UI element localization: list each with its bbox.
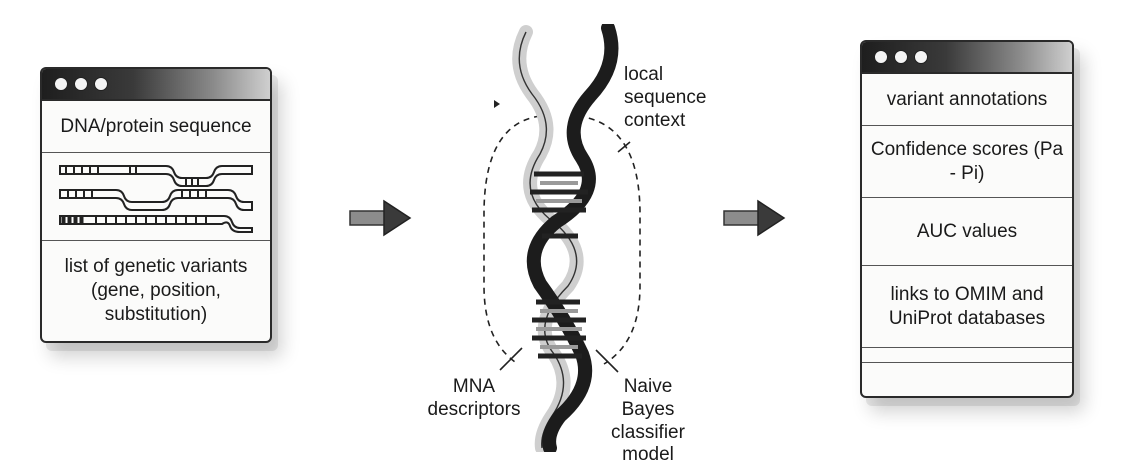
window-dots-icon (874, 50, 928, 64)
sequence-ticks (61, 215, 207, 224)
context-label: local sequence context (624, 64, 707, 131)
sequence-title: DNA/protein sequence (42, 101, 270, 153)
dna-helix-icon (483, 24, 641, 452)
dark-strand (526, 24, 619, 452)
output-item-confidence: Confidence scores (Pa - Pi) (862, 126, 1072, 198)
classifier-pointer (595, 349, 619, 373)
light-strand-outline (518, 31, 578, 449)
sequence-track (59, 214, 253, 233)
context-pointer (617, 141, 631, 153)
window-dot (914, 50, 928, 64)
sequence-track (59, 164, 253, 187)
output-item-links: links to OMIM and UniProt databases (862, 266, 1072, 348)
window-dot (894, 50, 908, 64)
variants-label: list of genetic variants (gene, position… (64, 256, 248, 325)
window-dot (94, 77, 108, 91)
base-pairs (530, 171, 588, 359)
sequence-track (59, 188, 253, 211)
output-window: variant annotations Confidence scores (P… (860, 40, 1074, 398)
window-dot (874, 50, 888, 64)
sequence-ticks (65, 165, 199, 186)
small-marker-icon (494, 100, 500, 108)
right-arrow-icon (349, 199, 412, 237)
input-window: DNA/protein sequence (40, 67, 272, 343)
context-loop-left (483, 115, 541, 365)
context-loop-right (577, 115, 641, 365)
sequence-tracks (42, 153, 270, 241)
right-arrow-icon (723, 199, 786, 237)
output-window-titlebar (862, 42, 1072, 74)
classifier-label: Naive Bayes classifier model (611, 376, 685, 466)
base-pairs-light (536, 181, 582, 349)
window-dots-icon (54, 77, 108, 91)
window-dot (74, 77, 88, 91)
sequence-track-icon (59, 164, 253, 233)
descriptors-label: MNA descriptors (427, 376, 521, 420)
sequence-ticks (67, 189, 207, 198)
window-dot (54, 77, 68, 91)
input-window-titlebar (42, 69, 270, 101)
output-blank-row (862, 348, 1072, 363)
output-item-auc: AUC values (862, 198, 1072, 266)
output-item-annotations: variant annotations (862, 74, 1072, 126)
descriptors-pointer (499, 347, 523, 371)
